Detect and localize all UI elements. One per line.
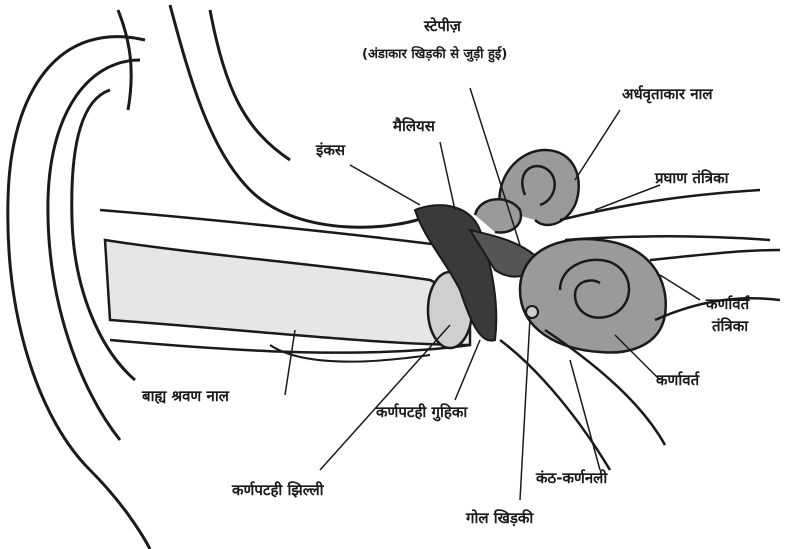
label-ear-canal: बाह्य श्रवण नाल [142,388,229,405]
label-eardrum: कर्णपटही झिल्ली [232,482,324,499]
label-malleus: मैलियस [393,118,435,135]
ear-canal [100,210,470,362]
label-cochlear-nerve-line1: कर्णावर्त [706,296,749,313]
label-round-window: गोल खिड़की [466,510,533,527]
label-vestibular-nerve: प्रघाण तंत्रिका [655,170,728,187]
label-incus: इंकस [316,142,345,159]
cochlea-shape [520,239,666,352]
label-semicircular-canal: अर्धवृताकार नाल [622,86,713,103]
label-cochlea: कर्णावर्त [656,372,699,389]
label-eustachian-tube: कंठ-कर्णनली [536,470,607,487]
label-cochlear-nerve-line2: तंत्रिका [712,318,748,335]
label-stapes: स्टेपीज़ [424,18,461,35]
label-stapes-note: (अंडाकार खिड़की से जुड़ी हुई) [362,48,507,63]
label-middle-ear-cavity: कर्णपटही गुहिका [376,404,467,421]
